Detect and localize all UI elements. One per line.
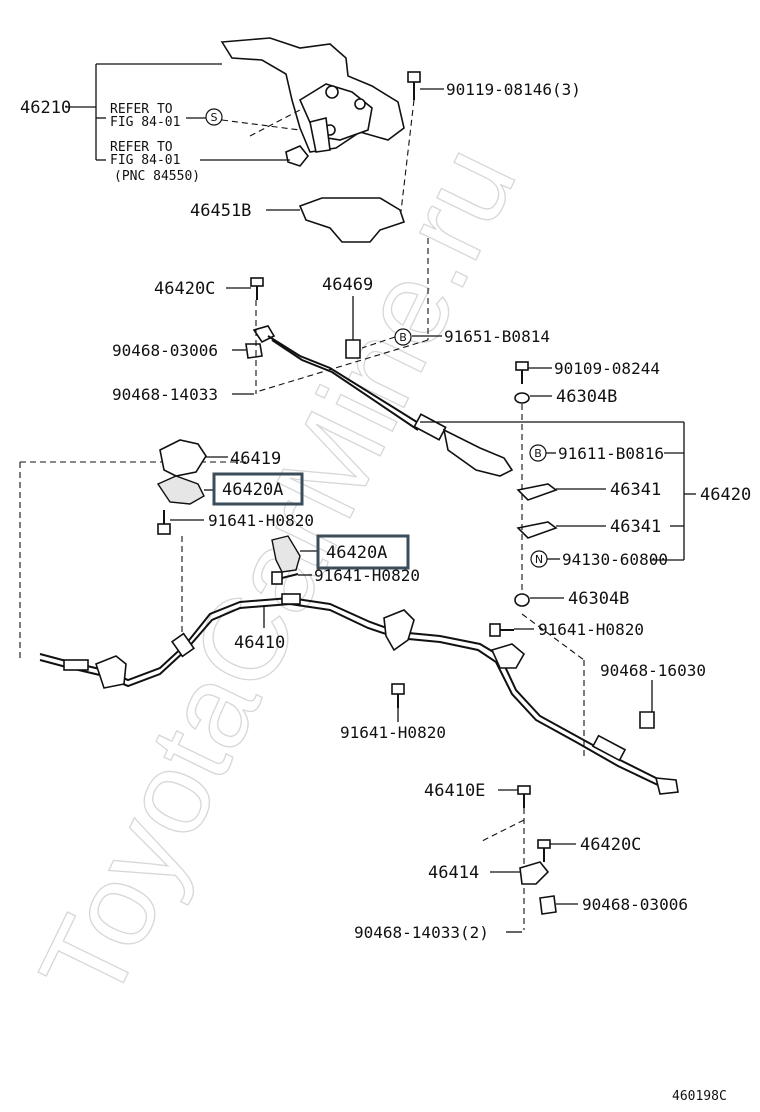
label-46414: 46414 (428, 863, 479, 883)
label-90119-08146: 90119-08146(3) (446, 80, 581, 99)
bracket-46451b (298, 197, 406, 243)
label-91641-h0820-c: 91641-H0820 (340, 723, 446, 742)
bolt-90109 (515, 361, 529, 384)
bolt-91641-d (489, 623, 514, 637)
svg-text:S: S (211, 111, 218, 124)
clip-90468-03006-top (245, 343, 263, 359)
label-46410: 46410 (234, 633, 285, 653)
refer-note-2a: REFER TO (110, 140, 173, 155)
clip-90468-16030 (639, 711, 655, 729)
label-46304b-top: 46304B (556, 387, 617, 407)
clamp-46420a-1 (156, 475, 205, 505)
clip-46469 (345, 339, 361, 359)
rear-cable-46410 (39, 593, 679, 795)
svg-text:B: B (399, 331, 407, 344)
svg-text:N: N (535, 553, 543, 566)
clip-90468-03006-bottom (539, 895, 557, 915)
label-91641-h0820-b: 91641-H0820 (314, 566, 420, 585)
bolt-91641-a (157, 510, 171, 535)
label-46304b-bottom: 46304B (568, 589, 629, 609)
label-46420a-1: 46420A (222, 480, 283, 500)
marker-s (205, 108, 223, 126)
refer-note-pnc: (PNC 84550) (114, 169, 200, 184)
highlight-46420a-1 (212, 472, 304, 506)
label-90468-03006-top: 90468-03006 (112, 341, 218, 360)
front-cable-46420 (252, 325, 514, 477)
label-46469: 46469 (322, 275, 373, 295)
label-91651-b0814: 91651-B0814 (444, 327, 550, 346)
lever-46414 (519, 861, 550, 885)
bolt-91641-c (391, 683, 405, 708)
label-46420a-2: 46420A (326, 543, 387, 563)
label-46420c-top: 46420C (154, 279, 215, 299)
label-90468-14033-top: 90468-14033 (112, 385, 218, 404)
label-46451b: 46451B (190, 201, 251, 221)
link-46341-2 (516, 521, 558, 539)
grommet-46304b-top (514, 392, 530, 404)
pin-46420c-top (250, 277, 264, 300)
label-46410e: 46410E (424, 781, 485, 801)
refer-note-2b: FIG 84-01 (110, 153, 180, 168)
highlight-46420a-2 (316, 534, 410, 570)
bolt-90119 (407, 71, 421, 100)
label-46210: 46210 (20, 98, 71, 118)
label-90109-08244: 90109-08244 (554, 359, 660, 378)
label-91641-h0820-d: 91641-H0820 (538, 620, 644, 639)
label-91611-b0816: 91611-B0816 (558, 444, 664, 463)
cover-46419 (159, 439, 207, 477)
refer-note-1a: REFER TO (110, 102, 173, 117)
label-46419: 46419 (230, 449, 281, 469)
label-91641-h0820-a: 91641-H0820 (208, 511, 314, 530)
label-90468-16030: 90468-16030 (600, 661, 706, 680)
diagram-id: 460198C (672, 1089, 727, 1104)
brake-lever-assembly (220, 37, 405, 167)
pin-46420c-bottom (537, 839, 551, 862)
label-46341-2: 46341 (610, 517, 661, 537)
svg-text:B: B (534, 447, 542, 460)
grommet-46304b-bottom (514, 593, 530, 607)
label-46420: 46420 (700, 485, 751, 505)
clamp-46420a-2 (271, 535, 301, 573)
label-46341-1: 46341 (610, 480, 661, 500)
label-90468-03006-bottom: 90468-03006 (582, 895, 688, 914)
pin-46410e (517, 785, 531, 808)
link-46341-1 (516, 483, 558, 501)
label-46420c-bottom: 46420C (580, 835, 641, 855)
bolt-91641-b (271, 571, 299, 585)
label-94130-60800: 94130-60800 (562, 550, 668, 569)
label-90468-14033-bottom: 90468-14033(2) (354, 923, 489, 942)
refer-note-1b: FIG 84-01 (110, 115, 180, 130)
